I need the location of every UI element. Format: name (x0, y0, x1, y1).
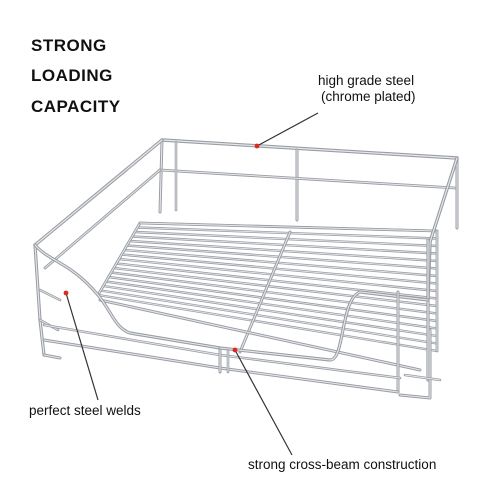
floor-wire-shine (118, 258, 438, 292)
bottom-front-rail2 (42, 323, 402, 380)
top-rail-right (426, 156, 459, 302)
top-rail-back-shine (161, 139, 458, 159)
floor-wire-shine (108, 276, 438, 322)
headline-loading: LOADING (31, 66, 113, 85)
headline-strong: STRONG (31, 36, 107, 55)
top-rail-left-shine (34, 139, 163, 246)
floor-rail-left-shine (97, 222, 141, 296)
side-rail-left-shine (44, 169, 161, 269)
leader-cross-beam (234, 349, 293, 456)
callout-welds: perfect steel welds (29, 403, 141, 418)
foot-left-shine (43, 354, 61, 359)
headline-capacity: CAPACITY (31, 97, 121, 116)
floor-rail-back-shine (139, 222, 438, 232)
callout-steel-line1: high grade steel (318, 73, 415, 88)
floor-wire-shine (121, 254, 438, 284)
leader-steel (256, 112, 319, 147)
floor-wire-shine (113, 267, 438, 307)
front-dip-right-shine (219, 291, 429, 361)
foot-right-shine (399, 329, 431, 399)
chrome-wire-basket (33, 138, 459, 400)
top-rail-right-shine (427, 157, 458, 301)
floor-wire-shine (126, 245, 438, 269)
front-dip-left-shine (34, 244, 221, 349)
floor-wire-shine (123, 249, 438, 277)
dot-steel (254, 143, 260, 149)
floor-wire-shine (110, 272, 438, 314)
back-post-left-shine (159, 139, 163, 213)
side-low-left-shine (39, 289, 61, 301)
callout-leader-lines (63, 112, 319, 456)
leader-welds (65, 292, 99, 401)
dot-cross-beam (232, 347, 238, 353)
callout-steel-line2: (chrome plated) (321, 89, 416, 104)
floor-wire-shine (105, 281, 438, 329)
floor-wire-shine (102, 285, 438, 337)
floor-wire-shine (97, 294, 438, 352)
dot-welds (63, 290, 69, 296)
callout-cross-beam: strong cross-beam construction (248, 457, 437, 472)
bottom-right-rail-shine (404, 374, 441, 381)
back-rail-mid-shine (159, 169, 456, 189)
cross-beam-front-shine (99, 299, 421, 371)
floor-wire-shine (136, 227, 438, 239)
floor-wire-shine (115, 263, 438, 299)
floor-wire-shine (100, 290, 438, 344)
